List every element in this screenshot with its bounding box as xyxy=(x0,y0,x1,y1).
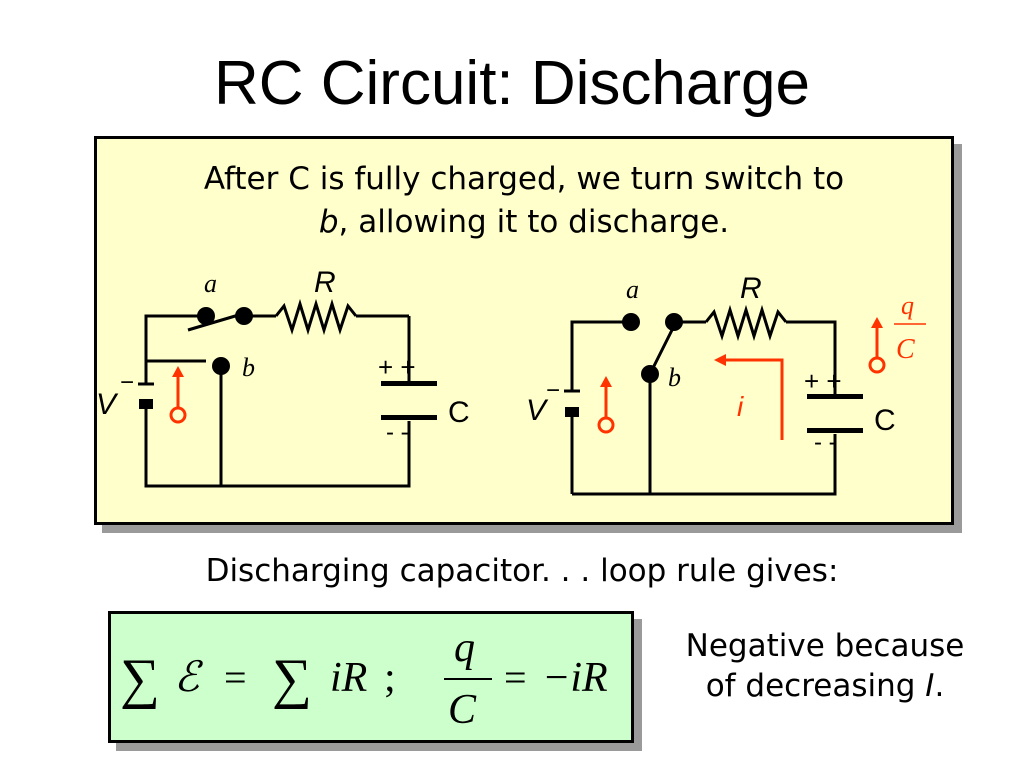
right-label-a: a xyxy=(626,275,639,304)
left-label-a: a xyxy=(204,269,217,298)
right-wire-bottom xyxy=(572,434,837,496)
eq-frac-num: q xyxy=(454,625,475,671)
right-battery-short xyxy=(565,407,579,417)
right-label-b: b xyxy=(668,363,681,392)
left-switch-arm xyxy=(187,312,243,332)
right-battery-minus: − xyxy=(546,377,560,404)
left-switch-a xyxy=(235,307,253,325)
right-label-v: V xyxy=(526,394,549,427)
right-wire-left xyxy=(570,320,631,391)
right-switch-a xyxy=(665,313,683,331)
right-potential-ball xyxy=(597,416,615,434)
right-cap-top-plate xyxy=(807,394,863,399)
right-charge-arrowhead xyxy=(871,317,883,328)
left-cap-minus: - - xyxy=(386,419,409,446)
eq-emf: ℰ xyxy=(174,655,204,701)
left-resistor xyxy=(274,298,358,336)
eq-frac-den: C xyxy=(448,687,477,733)
slide-title: RC Circuit: Discharge xyxy=(213,49,811,118)
eq-equals-2: = xyxy=(504,655,527,700)
current-arrow xyxy=(720,358,784,440)
left-label-c: C xyxy=(448,396,470,429)
intro-switch-b: b xyxy=(318,204,339,240)
intro-text: After C is fully charged, we turn switch… xyxy=(94,158,954,244)
negative-note: Negative because of decreasing I. xyxy=(660,626,990,706)
left-potential-arrowhead xyxy=(172,366,184,377)
eq-rhs: −iR xyxy=(542,655,608,701)
left-cap-top-plate xyxy=(381,381,437,386)
eq-equals-1: = xyxy=(224,655,247,700)
note-line-2: of decreasing xyxy=(705,668,926,704)
left-potential-ball xyxy=(169,406,187,424)
left-label-b: b xyxy=(242,353,255,382)
left-wire-top-left xyxy=(144,314,206,363)
right-label-r: R xyxy=(740,272,762,305)
left-switch-b xyxy=(212,357,230,375)
eq-semicolon: ; xyxy=(384,655,396,701)
right-label-i: i xyxy=(737,391,744,422)
right-charge-ball xyxy=(868,356,886,374)
right-label-c: C xyxy=(874,404,896,437)
note-current-I: I xyxy=(925,668,935,704)
circuit-diagrams: a b R C V − + + - - a b R C V − i + + - … xyxy=(96,266,926,496)
right-resistor xyxy=(704,304,788,342)
right-cap-minus: - - xyxy=(814,429,837,456)
left-label-r: R xyxy=(314,266,336,299)
note-period: . xyxy=(934,668,945,704)
current-arrowhead xyxy=(714,354,726,366)
loop-rule-caption: Discharging capacitor. . . loop rule giv… xyxy=(205,553,839,589)
eq-sum-1: ∑ xyxy=(120,648,160,710)
right-cap-bottom-plate xyxy=(807,428,863,433)
eq-ir: iR xyxy=(330,655,367,701)
right-cap-plus: + + xyxy=(804,366,842,396)
left-wire-right-bottom xyxy=(144,421,411,488)
right-fraction-c: C xyxy=(896,334,915,365)
right-potential-arrowhead xyxy=(600,376,612,387)
circuit-panel xyxy=(94,136,954,525)
left-label-v: V xyxy=(96,388,119,421)
equation-box xyxy=(108,611,634,743)
equation: ∑ ℰ = ∑ iR ; q C = −iR xyxy=(120,625,608,733)
right-switch-b xyxy=(641,365,659,383)
left-battery-minus: − xyxy=(120,369,134,396)
left-cap-plus: + + xyxy=(378,352,416,382)
left-battery-short xyxy=(139,399,153,409)
note-line-1: Negative because xyxy=(685,628,965,664)
intro-line-2: , allowing it to discharge. xyxy=(338,204,730,240)
intro-line-1: After C is fully charged, we turn switch… xyxy=(203,161,845,197)
left-switch-pivot xyxy=(197,307,215,325)
right-switch-pivot xyxy=(622,313,640,331)
right-fraction-q: q xyxy=(901,291,914,320)
right-wire-r-to-right xyxy=(786,320,837,394)
eq-sum-2: ∑ xyxy=(272,648,312,710)
left-cap-bottom-plate xyxy=(381,415,437,420)
